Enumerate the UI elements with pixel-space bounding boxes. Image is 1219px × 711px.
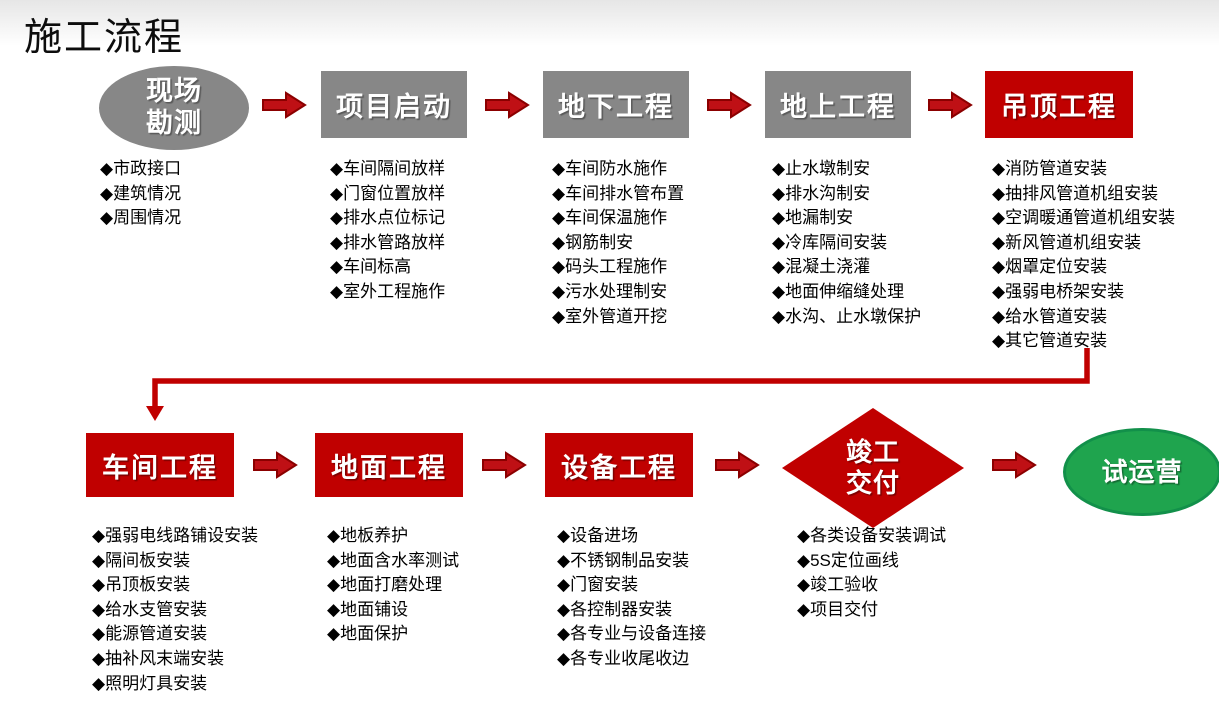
bullet-item: ◆照明灯具安装	[92, 673, 208, 693]
bullet-item: ◆不锈钢制品安装	[557, 550, 690, 570]
bullet-item: ◆车间排水管布置	[552, 183, 685, 203]
bullet-item: ◆钢筋制安	[552, 232, 634, 252]
bullet-item: ◆地面铺设	[327, 599, 409, 619]
bullet-item: ◆项目交付	[797, 599, 879, 619]
stage-label-line: 交付	[845, 468, 900, 498]
stage-label: 车间工程	[102, 452, 218, 483]
bullet-item: ◆冷库隔间安装	[772, 232, 888, 252]
bullet-item: ◆消防管道安装	[992, 159, 1108, 178]
bullet-item: ◆室外管道开挖	[552, 306, 668, 326]
bullet-item: ◆能源管道安装	[92, 624, 208, 644]
bullet-list-site-survey: ◆市政接口 ◆建筑情况 ◆周围情况	[100, 157, 181, 231]
bullet-item: ◆地面含水率测试	[327, 550, 460, 570]
bullet-item: ◆水沟、止水墩保护	[772, 306, 922, 326]
bullet-item: ◆地面伸缩缝处理	[772, 281, 905, 301]
bullet-item: ◆排水管路放样	[330, 232, 446, 252]
bullet-item: ◆门窗安装	[557, 575, 639, 595]
stage-label: 设备工程	[561, 452, 677, 483]
bullet-item: ◆抽补风末端安装	[92, 648, 225, 668]
stage-label-line: 现场	[146, 76, 202, 107]
bullet-list-completion-delivery: ◆各类设备安装调试 ◆5S定位画线 ◆竣工验收 ◆项目交付	[797, 524, 946, 622]
bullet-item: ◆车间标高	[330, 257, 412, 277]
flow-arrow-icon	[707, 91, 752, 119]
bullet-item: ◆空调暖通管道机组安装	[992, 208, 1176, 228]
bullet-item: ◆地板养护	[327, 526, 409, 545]
stage-label: 试运营	[1101, 456, 1183, 487]
bullet-item: ◆抽排风管道机组安装	[992, 183, 1159, 203]
bullet-item: ◆止水墩制安	[772, 159, 871, 178]
bullet-item: ◆各控制器安装	[557, 599, 673, 619]
stage-trial-operation: 试运营	[1063, 428, 1219, 516]
bullet-item: ◆烟罩定位安装	[992, 257, 1108, 277]
bullet-item: ◆地漏制安	[772, 208, 854, 228]
bullet-item: ◆强弱电桥架安装	[992, 281, 1125, 301]
bullet-item: ◆强弱电线路铺设安装	[92, 526, 259, 545]
bullet-list-ceiling-works: ◆消防管道安装 ◆抽排风管道机组安装 ◆空调暖通管道机组安装 ◆新风管道机组安装 ◆烟罩…	[992, 157, 1175, 354]
stage-label: 项目启动	[336, 92, 452, 122]
bullet-item: ◆给水管道安装	[992, 306, 1108, 326]
bullet-item: ◆车间隔间放样	[330, 159, 446, 178]
bullet-item: ◆排水沟制安	[772, 183, 871, 203]
bullet-list-aboveground-works: ◆止水墩制安 ◆排水沟制安 ◆地漏制安 ◆冷库隔间安装 ◆混凝土浇灌 ◆地面伸缩缝处理 ◆水…	[772, 157, 921, 329]
bullet-item: ◆周围情况	[100, 208, 182, 228]
bullet-item: ◆建筑情况	[100, 183, 182, 203]
stage-underground-works: 地下工程	[543, 71, 689, 138]
bullet-item: ◆5S定位画线	[797, 550, 899, 570]
flow-arrow-icon	[715, 451, 760, 479]
bullet-list-underground-works: ◆车间防水施作 ◆车间排水管布置 ◆车间保温施作 ◆钢筋制安 ◆码头工程施作 ◆污水处理制…	[552, 157, 684, 329]
stage-label-line: 竣工	[845, 436, 900, 467]
bullet-item: ◆污水处理制安	[552, 281, 668, 301]
flow-arrow-icon	[482, 451, 527, 479]
bullet-item: ◆各类设备安装调试	[797, 526, 947, 545]
flow-arrow-icon	[992, 451, 1037, 479]
flow-arrow-icon	[928, 91, 973, 119]
bullet-item: ◆其它管道安装	[992, 331, 1108, 351]
bullet-item: ◆各专业收尾收边	[557, 648, 690, 668]
stage-label-line: 勘测	[146, 108, 202, 138]
bullet-item: ◆车间防水施作	[552, 159, 668, 178]
bullet-item: ◆市政接口	[100, 159, 182, 178]
stage-label: 地下工程	[558, 92, 674, 122]
stage-label: 吊顶工程	[1001, 92, 1117, 122]
stage-floor-works: 地面工程	[315, 433, 463, 497]
bullet-item: ◆地面保护	[327, 624, 409, 644]
flow-arrow-icon	[262, 91, 307, 119]
bullet-item: ◆地面打磨处理	[327, 575, 443, 595]
bullet-list-project-kickoff: ◆车间隔间放样 ◆门窗位置放样 ◆排水点位标记 ◆排水管路放样 ◆车间标高 ◆室外工程施作	[330, 157, 445, 305]
stage-label: 地上工程	[780, 92, 896, 122]
diamond-shape	[782, 408, 964, 528]
bullet-item: ◆设备进场	[557, 526, 639, 545]
stage-project-kickoff: 项目启动	[321, 71, 467, 138]
flow-arrow-icon	[253, 451, 298, 479]
stage-ceiling-works: 吊顶工程	[985, 71, 1133, 138]
bullet-item: ◆新风管道机组安装	[992, 232, 1142, 252]
bullet-item: ◆门窗位置放样	[330, 183, 446, 203]
stage-workshop-works: 车间工程	[86, 433, 234, 497]
bullet-list-equipment-works: ◆设备进场 ◆不锈钢制品安装 ◆门窗安装 ◆各控制器安装 ◆各专业与设备连接 ◆各专业收尾…	[557, 524, 706, 672]
bullet-item: ◆排水点位标记	[330, 208, 446, 228]
stage-label: 竣工 交付	[781, 407, 965, 529]
stage-equipment-works: 设备工程	[545, 433, 693, 497]
bullet-item: ◆给水支管安装	[92, 599, 208, 619]
bullet-item: ◆隔间板安装	[92, 550, 191, 570]
page-title: 施工流程	[24, 17, 185, 59]
bullet-list-workshop-works: ◆强弱电线路铺设安装 ◆隔间板安装 ◆吊顶板安装 ◆给水支管安装 ◆能源管道安装 ◆抽补风…	[92, 524, 258, 696]
bullet-item: ◆吊顶板安装	[92, 575, 191, 595]
bullet-item: ◆码头工程施作	[552, 257, 668, 277]
flow-arrow-icon	[485, 91, 530, 119]
bullet-item: ◆车间保温施作	[552, 208, 668, 228]
bullet-item: ◆室外工程施作	[330, 281, 446, 301]
stage-site-survey: 现场 勘测	[99, 66, 249, 150]
stage-completion-delivery: 竣工 交付	[781, 407, 965, 529]
stage-label: 地面工程	[331, 452, 447, 483]
top-gradient	[0, 0, 1219, 46]
bullet-item: ◆混凝土浇灌	[772, 257, 871, 277]
stage-aboveground-works: 地上工程	[765, 71, 911, 138]
bullet-item: ◆竣工验收	[797, 575, 879, 595]
bullet-item: ◆各专业与设备连接	[557, 624, 707, 644]
bullet-list-floor-works: ◆地板养护 ◆地面含水率测试 ◆地面打磨处理 ◆地面铺设 ◆地面保护	[327, 524, 459, 647]
